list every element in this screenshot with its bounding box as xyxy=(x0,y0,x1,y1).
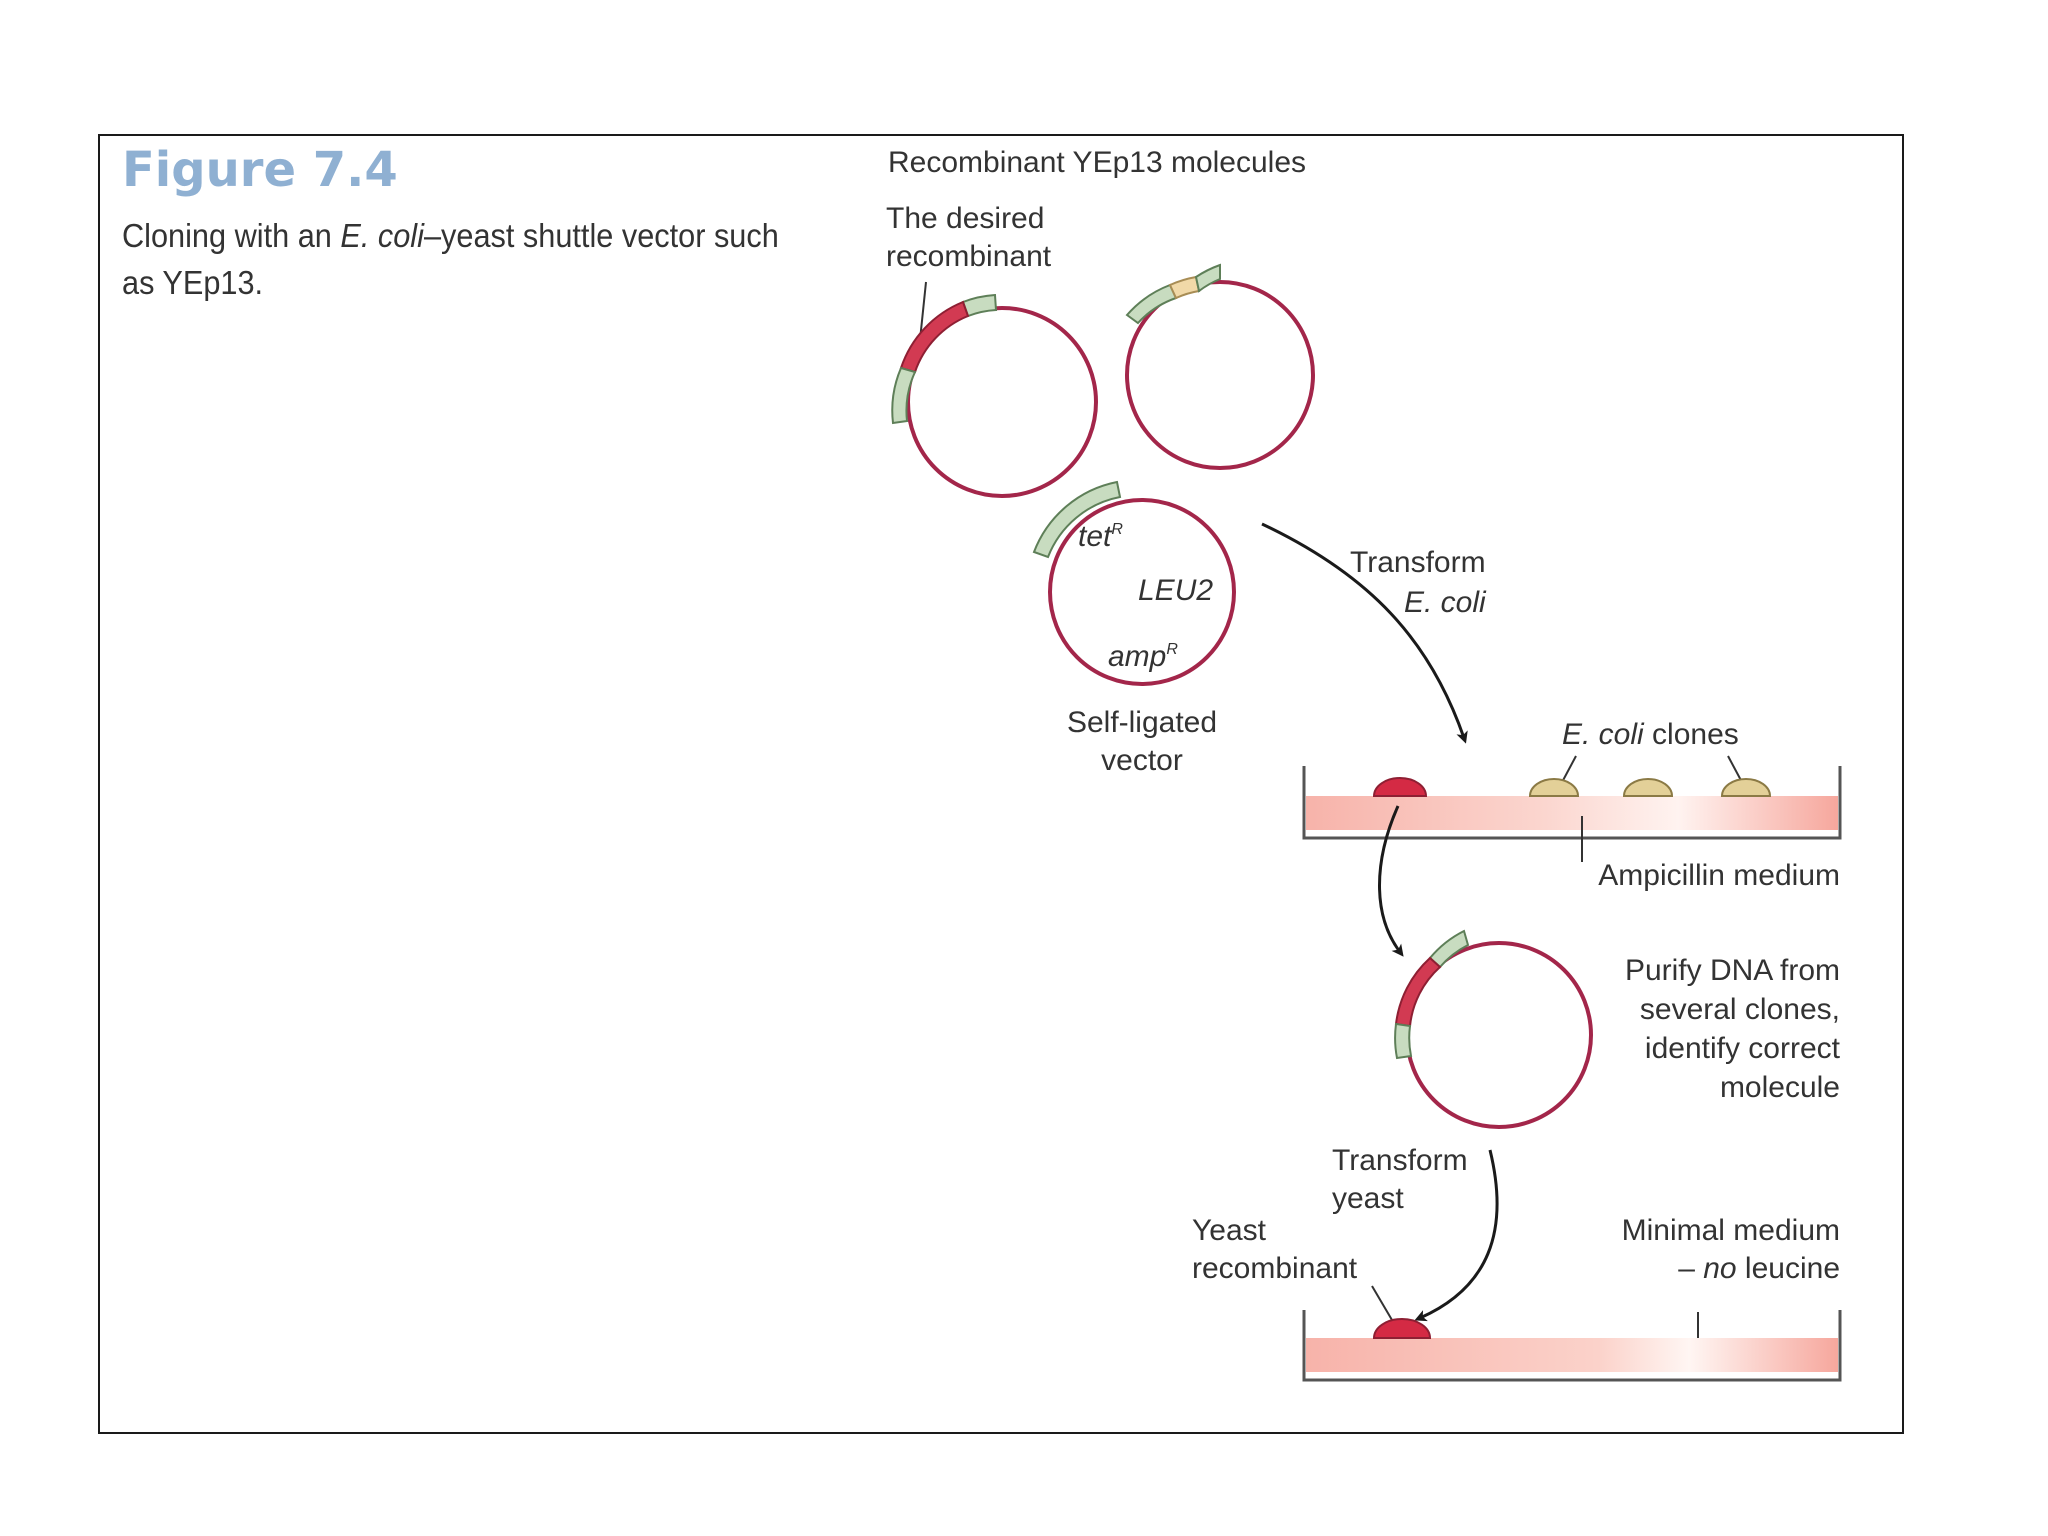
minimal-medium xyxy=(1306,1338,1838,1372)
transform-yeast-label-line1: Transform xyxy=(1332,1144,1468,1177)
tet-marker-arc xyxy=(1032,480,1122,559)
purify-label-line2: several clones, xyxy=(1640,993,1840,1026)
tet-label: tetR xyxy=(1078,520,1123,553)
tet-fragment-left xyxy=(1125,283,1178,325)
ampicillin-medium-label: Ampicillin medium xyxy=(1598,859,1840,892)
plate-dish xyxy=(1302,766,1842,840)
minimal-medium-label-line2: – no leucine xyxy=(1678,1252,1840,1285)
desired-recombinant-plasmid xyxy=(891,293,1098,498)
self-ligated-label-line1: Self-ligated xyxy=(1067,706,1217,739)
purify-label-line1: Purify DNA from xyxy=(1625,954,1840,987)
desired-recombinant-pointer xyxy=(919,281,927,341)
transform-yeast-arrow xyxy=(1414,1149,1499,1322)
ecoli-clones-label: E. coli clones xyxy=(1562,718,1739,751)
small-insert-fragment xyxy=(1168,275,1201,300)
clone-colony-3 xyxy=(1720,778,1772,797)
self-ligated-label-line2: vector xyxy=(1101,744,1183,777)
caption-text-end: –yeast shuttle vector such as YEp13. xyxy=(122,217,779,301)
figure-title: Figure 7.4 xyxy=(122,142,398,198)
transform-ecoli-arrow xyxy=(1261,522,1468,744)
insert-fragment xyxy=(1394,956,1442,1028)
yeast-recombinant-label-line2: recombinant xyxy=(1192,1252,1358,1285)
tet-fragment xyxy=(961,293,998,318)
tet-fragment-lower xyxy=(1394,1022,1413,1060)
leu2-label: LEU2 xyxy=(1138,574,1213,607)
ampicillin-medium xyxy=(1306,796,1838,830)
desired-recombinant-label-line1: The desired xyxy=(886,202,1044,235)
recombinant-colony xyxy=(1372,777,1428,797)
other-recombinant-plasmid xyxy=(1125,263,1315,470)
amp-label: ampR xyxy=(1108,640,1178,673)
transform-ecoli-label-line1: Transform xyxy=(1350,546,1486,579)
tet-fragment xyxy=(1428,929,1470,969)
recombinant-molecules-label: Recombinant YEp13 molecules xyxy=(888,146,1306,179)
purified-recombinant-plasmid xyxy=(1394,929,1593,1129)
tet-fragment-lower xyxy=(891,366,917,425)
figure-caption: Cloning with an E. coli–yeast shuttle ve… xyxy=(122,212,792,306)
figure-frame xyxy=(98,134,1904,1434)
yeast-recombinant-colony xyxy=(1372,1318,1432,1339)
insert-fragment xyxy=(899,300,970,374)
ampicillin-plate xyxy=(1302,766,1842,840)
tet-fragment-right xyxy=(1194,263,1221,293)
purify-label-line4: molecule xyxy=(1720,1071,1840,1104)
transform-ecoli-label-line2: E. coli xyxy=(1404,586,1487,619)
clone-colony-2 xyxy=(1622,778,1674,797)
plate-dish xyxy=(1302,1310,1842,1382)
caption-species: E. coli xyxy=(340,217,424,254)
transform-yeast-label-line2: yeast xyxy=(1332,1182,1404,1215)
pick-colony-arrow xyxy=(1378,805,1404,957)
caption-text-start: Cloning with an xyxy=(122,217,341,254)
purify-label-line3: identify correct xyxy=(1645,1032,1841,1065)
minimal-medium-plate xyxy=(1302,1310,1842,1382)
clone-colony-1 xyxy=(1528,778,1580,797)
desired-recombinant-label-line2: recombinant xyxy=(886,240,1052,273)
yeast-recombinant-pointer xyxy=(1371,1285,1393,1321)
yeast-recombinant-label-line1: Yeast xyxy=(1192,1214,1267,1247)
self-ligated-vector-plasmid: tetR LEU2 ampR xyxy=(1032,480,1236,686)
minimal-medium-label-line1: Minimal medium xyxy=(1622,1214,1840,1247)
